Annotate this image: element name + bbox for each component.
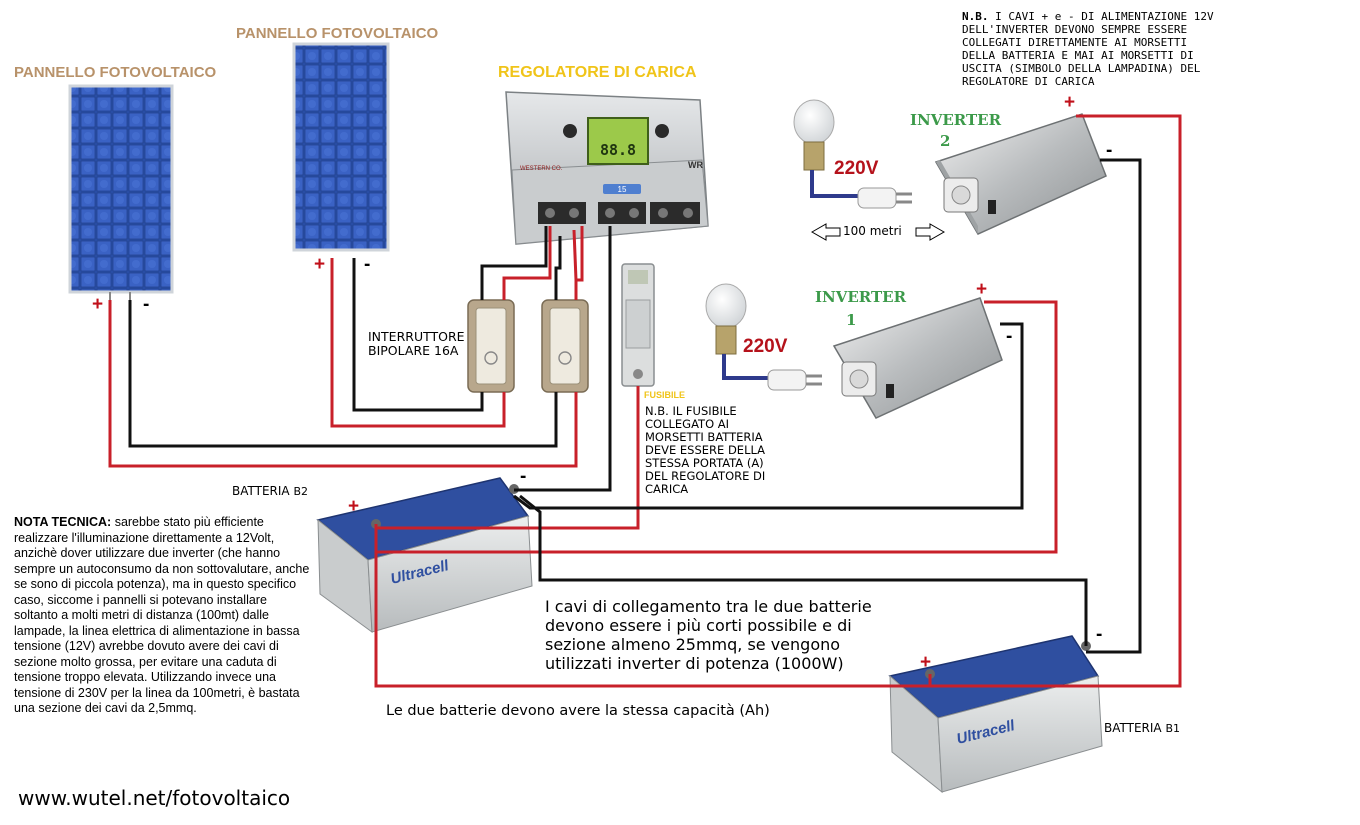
battery-b1-code: B1 <box>1165 722 1181 735</box>
fuse-note-line: STESSA PORTATA (A) <box>645 456 764 470</box>
fuse-holder <box>621 263 655 387</box>
bipolar-switch-1 <box>467 299 515 393</box>
inverter-1-voltage: 220V <box>743 336 788 357</box>
top-note-line: COLLEGATI DIRETTAMENTE AI MORSETTI <box>962 36 1188 49</box>
panel-left-plus: + <box>92 294 104 315</box>
battery-b1-label-text: BATTERIA <box>1104 721 1162 735</box>
battery-b2-plus: + <box>348 496 360 517</box>
inverter-2-minus: - <box>1106 140 1113 161</box>
top-note-line: I CAVI + e - DI ALIMENTAZIONE 12V <box>988 10 1214 23</box>
fuse-note-line: DEVE ESSERE DELLA <box>645 443 766 457</box>
inverter-2-number: 2 <box>940 132 951 150</box>
solar-panel-right <box>292 42 390 252</box>
fuse-note-line: CARICA <box>645 482 689 496</box>
wires-positive <box>108 114 1182 688</box>
regulator-model: WR <box>688 160 703 170</box>
battery-b1-minus: - <box>1096 624 1103 645</box>
top-note-line: DELLA BATTERIA E MAI AI MORSETTI DI <box>962 49 1194 62</box>
switch-label: INTERRUTTORE BIPOLARE 16A <box>368 330 465 358</box>
inverter-1-title: INVERTER <box>815 288 907 306</box>
inverter-1-number: 1 <box>846 311 857 329</box>
top-note-bold: N.B. <box>962 10 989 23</box>
battery-b1-device: Ultracell <box>888 635 1103 794</box>
regulator-button-left <box>563 124 577 138</box>
inverter-1-plus: + <box>976 279 988 300</box>
inverter-2-plus: + <box>1064 92 1076 113</box>
top-note-line: DELL'INVERTER DEVONO SEMPRE ESSERE <box>962 23 1188 36</box>
plug-1 <box>722 354 822 391</box>
distance-arrow <box>810 223 946 241</box>
technical-note: NOTA TECNICA: sarebbe stato più efficien… <box>14 515 314 717</box>
technical-note-text: sarebbe stato più efficiente realizzare … <box>14 515 310 715</box>
panel-left-title: PANNELLO FOTOVOLTAICO <box>14 64 217 81</box>
cables-note: I cavi di collegamento tra le due batter… <box>545 597 872 673</box>
top-note-line: REGOLATORE DI CARICA <box>962 75 1095 88</box>
regulator-fuse <box>603 184 641 194</box>
fuse-note-line: DEL REGOLATORE DI <box>645 469 766 483</box>
regulator-lcd <box>587 117 649 165</box>
battery-b1-label: BATTERIA B1 <box>1104 721 1180 735</box>
regulator-display: 88.8 <box>600 141 636 159</box>
terminal-panel <box>538 202 586 224</box>
top-note-line: USCITA (SIMBOLO DELLA LAMPADINA) DEL <box>962 62 1201 75</box>
battery-b2-label-text: BATTERIA <box>232 484 290 498</box>
panel-left-minus: - <box>143 294 150 315</box>
inverter-2-voltage: 220V <box>834 158 879 179</box>
top-note: N.B. I CAVI + e - DI ALIMENTAZIONE 12V D… <box>962 10 1262 88</box>
fuse-title: FUSIBILE <box>644 390 686 400</box>
battery-b2-minus: - <box>520 466 527 487</box>
fuse-note: N.B. IL FUSIBILE COLLEGATO AI MORSETTI B… <box>645 405 765 496</box>
distance-label: 100 metri <box>843 224 902 238</box>
fuse-note-line: COLLEGATO AI <box>645 417 730 431</box>
battery-b2-label: BATTERIA B2 <box>232 484 308 498</box>
inverter-1-minus: - <box>1006 326 1013 347</box>
switch-label-line1: INTERRUTTORE <box>368 329 465 344</box>
bulb-1 <box>705 283 747 355</box>
regulator-button-right <box>655 124 669 138</box>
bipolar-switch-2 <box>541 299 589 393</box>
fuse-note-line: N.B. IL FUSIBILE <box>645 404 737 418</box>
regulator-title: REGOLATORE DI CARICA <box>498 64 697 81</box>
website-url: www.wutel.net/fotovoltaico <box>18 786 291 810</box>
inverter-2-title: INVERTER <box>910 111 1002 129</box>
switch-label-line2: BIPOLARE 16A <box>368 343 459 358</box>
panel-right-title: PANNELLO FOTOVOLTAICO <box>236 25 439 42</box>
panel-right-minus: - <box>364 254 371 275</box>
plug-2 <box>810 170 912 209</box>
inverter-2-device <box>934 113 1107 235</box>
charge-regulator: 88.8 WESTERN CO. WR 15 <box>505 91 709 245</box>
terminal-load <box>650 202 700 224</box>
regulator-brand: WESTERN CO. <box>520 166 563 172</box>
battery-b1-plus: + <box>920 652 932 673</box>
terminal-battery <box>598 202 646 224</box>
solar-panel-left <box>68 84 174 300</box>
inverter-1-device <box>832 297 1003 419</box>
capacity-note: Le due batterie devono avere la stessa c… <box>386 703 770 719</box>
bulb-2 <box>793 99 835 171</box>
battery-b2-code: B2 <box>293 485 309 498</box>
regulator-fuse-label: 15 <box>618 185 627 194</box>
wires-negative <box>128 158 1142 654</box>
panel-right-plus: + <box>314 254 326 275</box>
fuse-note-line: MORSETTI BATTERIA <box>645 430 763 444</box>
technical-note-bold: NOTA TECNICA: <box>14 515 112 529</box>
